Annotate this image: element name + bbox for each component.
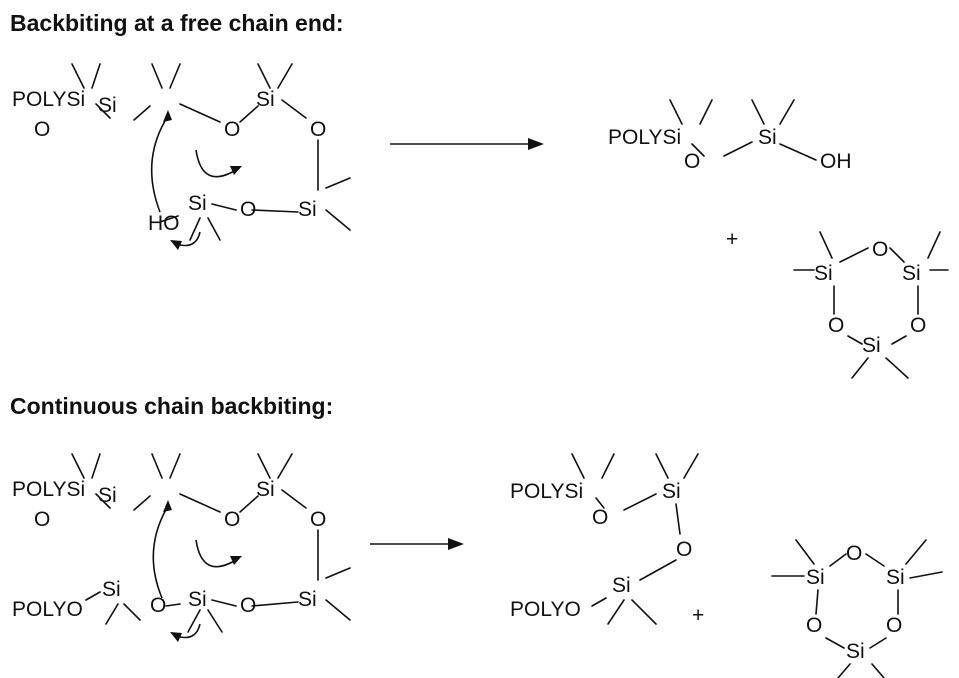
product-1-cyclic: Si O Si O Si O <box>793 231 949 379</box>
atom-si: Si <box>98 484 117 507</box>
plus-sign: + <box>726 228 738 251</box>
atom-o: O <box>310 508 326 531</box>
atom-o: O <box>592 506 608 529</box>
reaction-arrow-2 <box>370 538 464 550</box>
product-2-linear: POLYSi O Si O Si POLYO <box>510 453 699 625</box>
reaction-arrow-1 <box>390 138 544 150</box>
atom-polysi: POLYSi <box>510 480 583 503</box>
atom-o: O <box>150 594 166 617</box>
atom-si: Si <box>902 262 921 285</box>
atom-si: Si <box>298 198 317 221</box>
section2-heading: Continuous chain backbiting: <box>10 393 334 419</box>
atom-si: Si <box>758 126 777 149</box>
atom-si: Si <box>862 334 881 357</box>
atom-o: O <box>910 314 926 337</box>
atom-polyo: POLYO <box>510 598 581 621</box>
atom-o: O <box>310 118 326 141</box>
atom-oh: OH <box>820 150 852 173</box>
atom-si: Si <box>256 88 275 111</box>
atom-ho: HO <box>148 212 180 235</box>
atom-polyo: POLYO <box>12 598 83 621</box>
atom-polysi: POLYSi <box>12 478 85 501</box>
atom-si: Si <box>98 94 117 117</box>
atom-o: O <box>34 508 50 531</box>
plus-sign: + <box>692 604 704 627</box>
atom-si: Si <box>662 480 681 503</box>
atom-o: O <box>806 614 822 637</box>
atom-o: O <box>224 508 240 531</box>
atom-o: O <box>684 150 700 173</box>
atom-si: Si <box>188 192 207 215</box>
atom-si: Si <box>846 640 865 663</box>
atom-o: O <box>34 118 50 141</box>
atom-polysi: POLYSi <box>12 88 85 111</box>
reactant-1: POLYSi O Si O Si O Si O Si HO <box>12 63 351 250</box>
atom-si: Si <box>298 588 317 611</box>
atom-si: Si <box>102 578 121 601</box>
atom-o: O <box>828 314 844 337</box>
atom-o: O <box>886 614 902 637</box>
atom-o: O <box>224 118 240 141</box>
atom-polysi: POLYSi <box>608 126 681 149</box>
atom-si: Si <box>612 574 631 597</box>
atom-si: Si <box>814 262 833 285</box>
atom-si: Si <box>806 566 825 589</box>
atom-o: O <box>240 594 256 617</box>
section1-heading: Backbiting at a free chain end: <box>10 10 344 36</box>
atom-o: O <box>676 538 692 561</box>
atom-o: O <box>872 238 888 261</box>
atom-o: O <box>846 542 862 565</box>
atom-o: O <box>240 198 256 221</box>
atom-si: Si <box>256 478 275 501</box>
product-2-cyclic: Si O Si O Si O <box>771 539 943 678</box>
atom-si: Si <box>188 588 207 611</box>
product-1-linear: POLYSi O Si OH <box>608 99 852 173</box>
atom-si: Si <box>886 566 905 589</box>
reactant-2: POLYSi O Si O Si O Si O Si O Si POLYO <box>12 453 351 642</box>
